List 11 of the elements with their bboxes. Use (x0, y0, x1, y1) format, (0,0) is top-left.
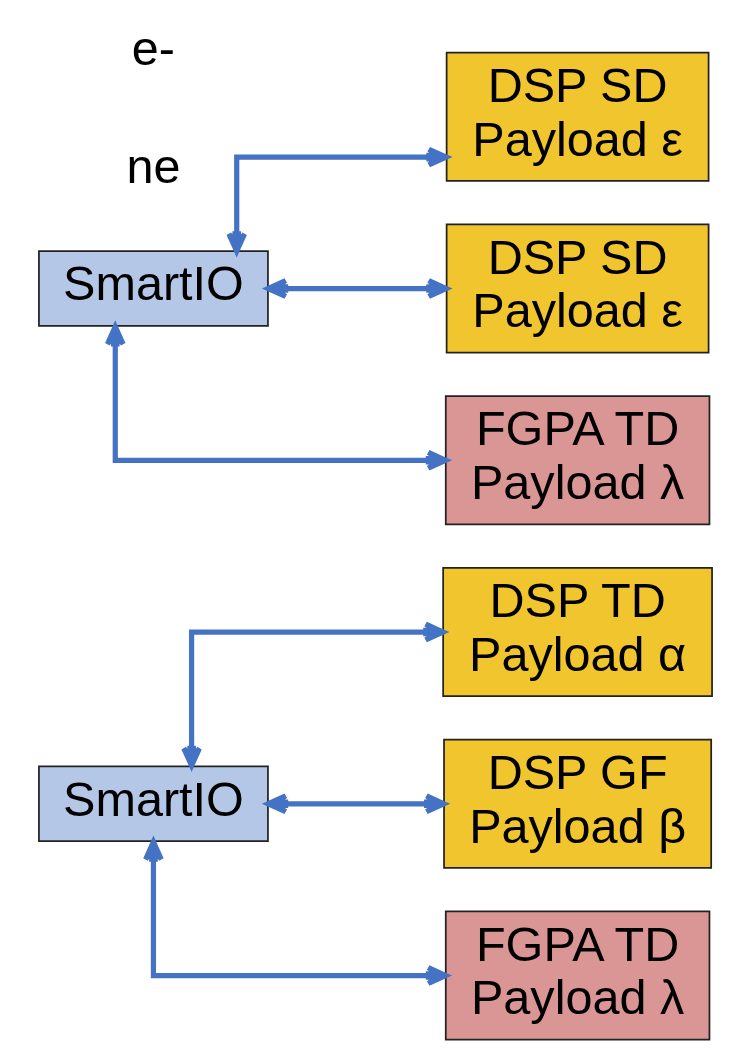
node-box: DSP GF Payload β (443, 738, 713, 869)
label: e- (131, 20, 176, 75)
node-box: SmartIO (38, 250, 269, 327)
node-box: DSP TD Payload α (442, 566, 713, 698)
node-box: DSP SD Payload ε (445, 223, 710, 354)
node-box: SmartIO (38, 765, 269, 842)
node-box: DSP SD Payload ε (445, 51, 710, 182)
node-box: FGPA TD Payload λ (444, 395, 711, 526)
arrow (265, 793, 447, 815)
label: ne (126, 138, 181, 193)
node-box: FGPA TD Payload λ (444, 910, 711, 1041)
